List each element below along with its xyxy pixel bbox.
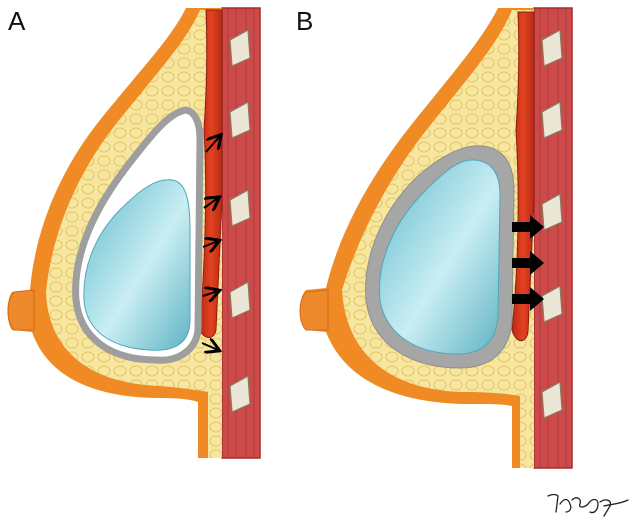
panel-b: B: [296, 6, 572, 468]
chest-wall-a: [222, 8, 260, 458]
chest-wall-b: [534, 8, 572, 468]
nipple-b: [300, 290, 328, 330]
panel-a-label: A: [8, 6, 26, 36]
artist-signature: [548, 495, 628, 517]
panel-b-label: B: [296, 6, 313, 36]
nipple-a: [8, 290, 34, 330]
bold-arrows-b: [512, 215, 544, 311]
panel-a: A: [8, 6, 261, 458]
